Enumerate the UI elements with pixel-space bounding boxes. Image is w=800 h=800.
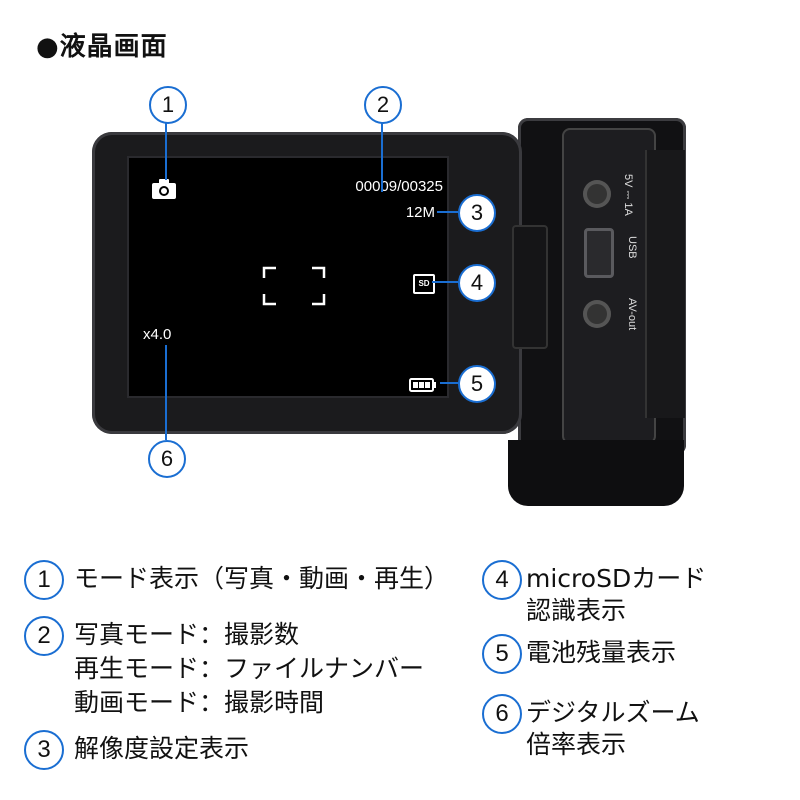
legend-4a: microSDカード (526, 564, 707, 593)
callout-2: 2 (364, 86, 402, 124)
legend-5: 電池残量表示 (526, 638, 677, 667)
legend-num-1: 1 (24, 560, 64, 600)
av-jack-icon (583, 300, 611, 328)
legend-2a: 写真モード：撮影数 (74, 620, 300, 649)
legend-num-3: 3 (24, 730, 64, 770)
device-side-panel (645, 150, 685, 418)
legend-num-5: 5 (482, 634, 522, 674)
device-port-face (562, 128, 656, 444)
device-hinge (512, 225, 548, 349)
camera-icon (152, 179, 176, 199)
page-title: ●液晶画面 (36, 32, 168, 62)
legend-4b: 認識表示 (526, 596, 627, 625)
shot-counter: 00009/00325 (355, 178, 443, 195)
usb-port-icon (584, 228, 614, 278)
resolution-indicator: 12M (405, 204, 435, 221)
legend-6b: 倍率表示 (526, 730, 627, 759)
sd-card-icon: SD (413, 274, 435, 294)
callout-4: 4 (458, 264, 496, 302)
focus-frame-icon (262, 266, 326, 306)
legend-6a: デジタルズーム (526, 698, 700, 727)
battery-icon (409, 378, 436, 392)
callout-3: 3 (458, 194, 496, 232)
dc-jack-icon (583, 180, 611, 208)
legend-2b: 再生モード：ファイルナンバー (74, 654, 425, 683)
callout-5: 5 (458, 365, 496, 403)
legend-num-2: 2 (24, 616, 64, 656)
legend-3: 解像度設定表示 (74, 734, 250, 763)
callout-1: 1 (149, 86, 187, 124)
zoom-indicator: x4.0 (143, 326, 172, 343)
legend-1: モード表示（写真・動画・再生） (74, 564, 450, 593)
lcd-screen: 00009/00325 12M SD x4.0 (127, 156, 449, 398)
legend-num-4: 4 (482, 560, 522, 600)
legend-2c: 動画モード：撮影時間 (74, 688, 325, 717)
device-grip (508, 440, 684, 506)
legend-num-6: 6 (482, 694, 522, 734)
callout-6: 6 (148, 440, 186, 478)
